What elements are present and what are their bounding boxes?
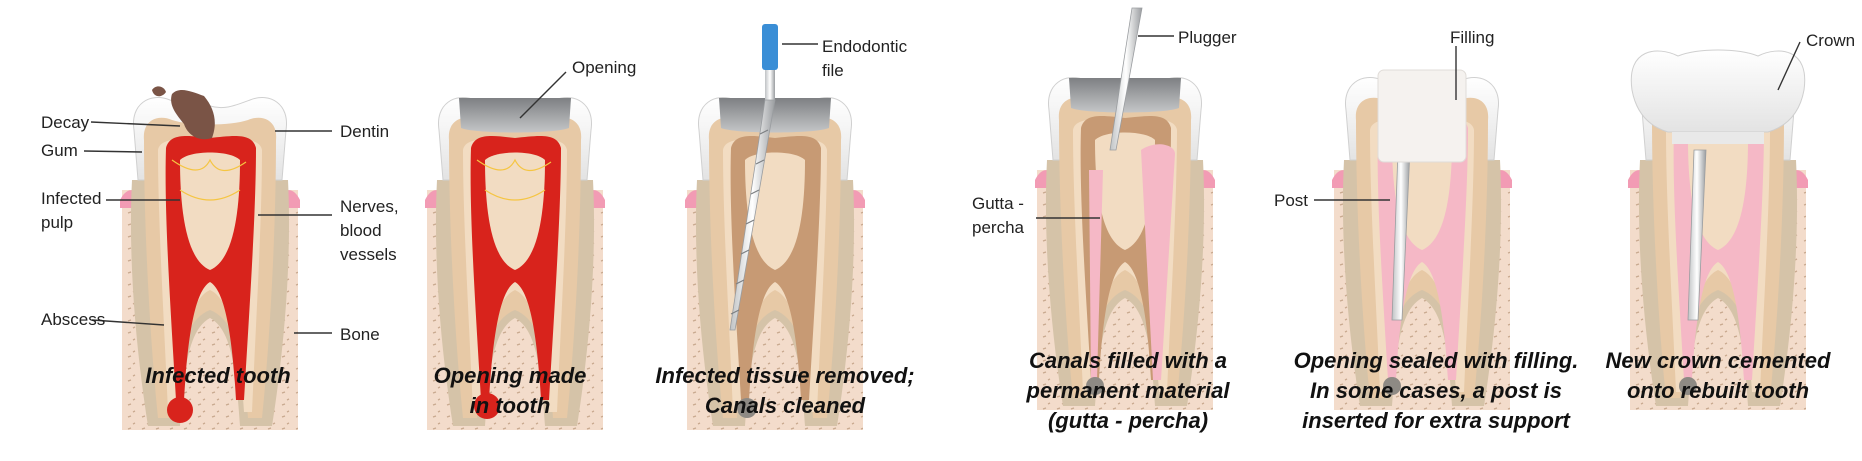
label-endodontic-file-1: Endodontic xyxy=(822,37,908,56)
label-decay: Decay xyxy=(41,113,90,132)
label-filling: Filling xyxy=(1450,28,1494,47)
caption-canals-cleaned-1: Infected tissue removed; xyxy=(655,363,914,388)
caption-gutta-percha-1: Canals filled with a xyxy=(1029,348,1227,373)
label-gutta-1: Gutta - xyxy=(972,194,1024,213)
label-gum: Gum xyxy=(41,141,78,160)
caption-filling-post-3: inserted for extra support xyxy=(1302,408,1571,433)
panel-opening-made xyxy=(424,97,606,431)
label-dentin: Dentin xyxy=(340,122,389,141)
caption-infected-tooth: Infected tooth xyxy=(145,363,290,388)
caption-filling-post-2: In some cases, a post is xyxy=(1310,378,1562,403)
caption-opening-made-2: in tooth xyxy=(470,393,551,418)
caption-gutta-percha-3: (gutta - percha) xyxy=(1048,408,1208,433)
label-post: Post xyxy=(1274,191,1308,210)
caption-filling-post-1: Opening sealed with filling. xyxy=(1294,348,1579,373)
panel-filling-post xyxy=(1331,69,1513,411)
label-nerves-3: vessels xyxy=(340,245,397,264)
label-opening: Opening xyxy=(572,58,636,77)
label-endodontic-file-2: file xyxy=(822,61,844,80)
caption-gutta-percha-2: permanent material xyxy=(1026,378,1231,403)
label-crown: Crown xyxy=(1806,31,1855,50)
label-infected-pulp-2: pulp xyxy=(41,213,73,232)
caption-crown-2: onto rebuilt tooth xyxy=(1627,378,1809,403)
label-abscess: Abscess xyxy=(41,310,105,329)
label-nerves-2: blood xyxy=(340,221,382,240)
label-plugger: Plugger xyxy=(1178,28,1237,47)
endodontic-file-icon xyxy=(729,24,778,331)
label-gutta-2: percha xyxy=(972,218,1025,237)
caption-opening-made-1: Opening made xyxy=(434,363,587,388)
label-nerves-1: Nerves, xyxy=(340,197,399,216)
plugger-icon xyxy=(1109,7,1143,151)
caption-crown-1: New crown cemented xyxy=(1606,348,1832,373)
caption-canals-cleaned-2: Canals cleaned xyxy=(705,393,866,418)
label-infected-pulp-1: Infected xyxy=(41,189,102,208)
panel-crown xyxy=(1627,49,1809,411)
panel-infected-tooth xyxy=(119,86,301,431)
panel-gutta-percha xyxy=(1034,77,1216,411)
label-bone: Bone xyxy=(340,325,380,344)
